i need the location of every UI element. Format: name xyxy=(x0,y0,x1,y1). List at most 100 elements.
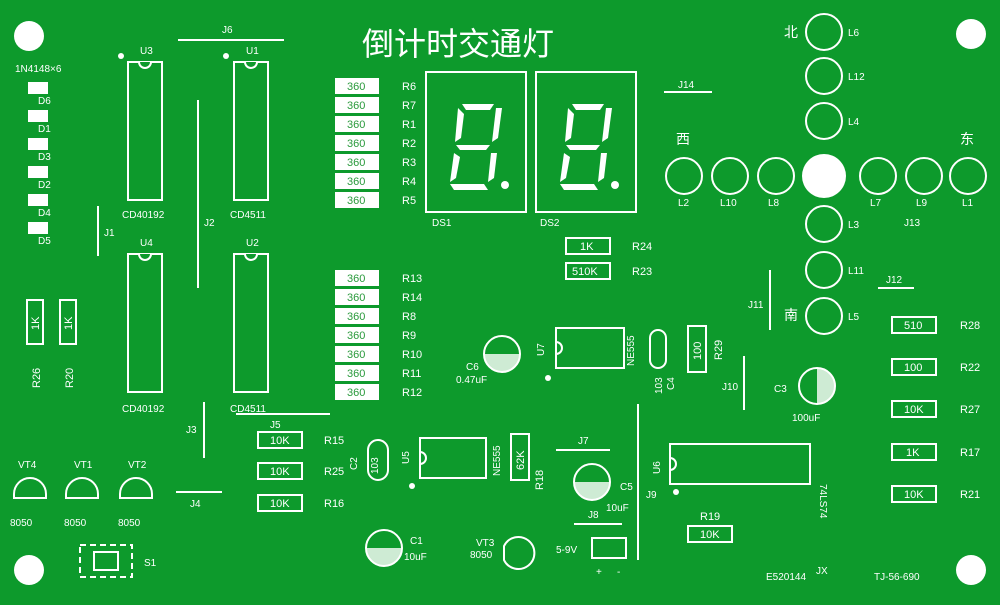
svg-text:8050: 8050 xyxy=(118,518,141,529)
svg-text:100uF: 100uF xyxy=(792,413,820,424)
svg-text:R13: R13 xyxy=(402,273,422,285)
ic-u6: U6 74LS74 xyxy=(652,443,828,519)
jumper-label: J6 xyxy=(222,25,233,36)
ic-part: CD4511 xyxy=(230,404,266,415)
model-marking: TJ-56-690 xyxy=(874,572,920,583)
svg-text:C4: C4 xyxy=(666,377,677,390)
led-south: L3 L11 L5 xyxy=(805,205,864,335)
svg-text:R5: R5 xyxy=(402,195,416,207)
cap-c2: C2 103 xyxy=(349,439,389,481)
resistor-r19: 10K R19 xyxy=(687,511,733,543)
svg-text:1K: 1K xyxy=(63,316,75,330)
svg-text:R27: R27 xyxy=(960,404,980,416)
svg-text:L3: L3 xyxy=(848,220,860,231)
jumper-label: J11 xyxy=(748,300,764,311)
svg-text:C5: C5 xyxy=(620,482,633,493)
svg-text:C3: C3 xyxy=(774,384,787,395)
svg-text:L7: L7 xyxy=(870,198,882,209)
diode-label: D2 xyxy=(38,180,51,191)
power-connector: 5-9V + - xyxy=(556,537,627,578)
direction-north: 北 xyxy=(784,25,798,41)
svg-text:R7: R7 xyxy=(402,100,416,112)
svg-text:360: 360 xyxy=(347,119,365,131)
svg-text:L5: L5 xyxy=(848,312,860,323)
svg-text:L10: L10 xyxy=(720,198,737,209)
svg-text:360: 360 xyxy=(347,311,365,323)
svg-text:L11: L11 xyxy=(848,266,864,277)
svg-text:R20: R20 xyxy=(64,368,76,388)
svg-text:360: 360 xyxy=(347,292,365,304)
diode-column: D6 D1 D3 D2 D4 D5 xyxy=(22,82,51,247)
svg-text:R21: R21 xyxy=(960,489,980,501)
svg-text:R24: R24 xyxy=(632,241,652,253)
jumper-label: J3 xyxy=(186,425,197,436)
svg-text:R2: R2 xyxy=(402,138,416,150)
jumper-label: J14 xyxy=(678,80,695,91)
resistor-r18: 62K R18 xyxy=(510,433,546,490)
direction-east: 东 xyxy=(960,132,974,148)
switch-s1: S1 xyxy=(79,544,157,578)
mounting-hole-tl xyxy=(14,21,44,51)
svg-text:10uF: 10uF xyxy=(606,503,629,514)
svg-text:VT3: VT3 xyxy=(476,538,495,549)
jumper-label: J2 xyxy=(204,218,215,229)
svg-text:+: + xyxy=(596,567,602,578)
diode-label: D4 xyxy=(38,208,51,219)
svg-text:360: 360 xyxy=(347,368,365,380)
svg-text:R15: R15 xyxy=(324,435,344,447)
svg-text:100: 100 xyxy=(692,342,704,360)
svg-text:VT4: VT4 xyxy=(18,460,37,471)
cap-c6: C6 0.47uF xyxy=(456,335,521,386)
transistor-vt1: VT1 8050 xyxy=(64,460,99,529)
svg-text:10K: 10K xyxy=(904,489,924,501)
svg-text:R29: R29 xyxy=(713,340,725,360)
led-cross-center xyxy=(802,154,846,198)
svg-text:R18: R18 xyxy=(534,470,546,490)
svg-text:NE555: NE555 xyxy=(492,445,503,476)
resistor-bank-top: 360 R6 360 R7 360 R1 360 R2 360 R3 360 R… xyxy=(335,78,416,208)
svg-text:L12: L12 xyxy=(848,72,865,83)
svg-text:R26: R26 xyxy=(31,368,43,388)
led-north: L6 L12 L4 xyxy=(805,13,865,140)
ic-part: CD4511 xyxy=(230,210,266,221)
diode-label: D1 xyxy=(38,124,51,135)
svg-text:74LS74: 74LS74 xyxy=(817,484,828,519)
svg-text:C6: C6 xyxy=(466,362,479,373)
ic-u2: U2 CD4511 xyxy=(230,238,269,415)
resistor-bank-bottom: 10K R15 10K R25 10K R16 xyxy=(257,431,344,512)
led-west: L2 L10 L8 xyxy=(665,157,795,209)
jumper-label: J13 xyxy=(904,218,921,229)
direction-south: 南 xyxy=(784,308,798,324)
diode-header: 1N4148×6 xyxy=(15,64,62,75)
svg-text:L8: L8 xyxy=(768,198,780,209)
board-title: 倒计时交通灯 xyxy=(362,25,554,63)
resistor-r26: 1K R26 xyxy=(26,299,44,388)
svg-text:510K: 510K xyxy=(572,266,598,278)
resistor-bank-mid: 360 R13 360 R14 360 R8 360 R9 360 R10 36… xyxy=(335,270,422,400)
ul-marking-suffix: JX xyxy=(816,566,828,577)
jumper-label: J5 xyxy=(270,420,281,431)
svg-text:VT1: VT1 xyxy=(74,460,93,471)
svg-text:62K: 62K xyxy=(515,450,527,470)
diode-label: D5 xyxy=(38,236,51,247)
svg-text:U7: U7 xyxy=(536,343,547,356)
diode-label: D3 xyxy=(38,152,51,163)
ic-u4: U4 CD40192 xyxy=(122,238,165,415)
svg-text:L2: L2 xyxy=(678,198,690,209)
display-label: DS1 xyxy=(432,218,452,229)
ic-ref: U2 xyxy=(246,238,259,249)
mounting-hole-bl xyxy=(14,555,44,585)
ic-ref: U3 xyxy=(140,46,153,57)
svg-text:R11: R11 xyxy=(402,368,421,380)
svg-text:10K: 10K xyxy=(904,404,924,416)
resistor-r29: 100 R29 xyxy=(687,325,725,373)
ic-ref: U4 xyxy=(140,238,153,249)
svg-text:8050: 8050 xyxy=(64,518,87,529)
svg-text:8050: 8050 xyxy=(10,518,33,529)
svg-text:0.47uF: 0.47uF xyxy=(456,375,487,386)
svg-text:R23: R23 xyxy=(632,266,652,278)
svg-text:103: 103 xyxy=(370,457,381,474)
svg-text:360: 360 xyxy=(347,157,365,169)
